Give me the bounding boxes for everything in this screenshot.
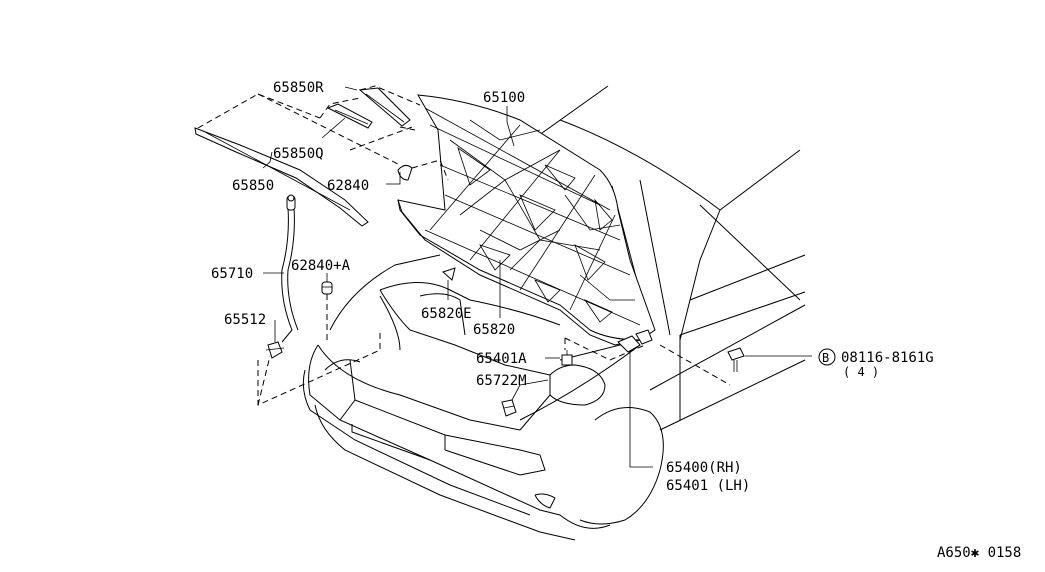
label-bolt-qty: ( 4 ) — [843, 365, 879, 379]
part-labels: 65850R 65850Q 65850 65100 62840 62840+A … — [211, 80, 1021, 561]
label-65401: 65401 (LH) — [666, 478, 750, 494]
lock-65401A — [561, 337, 646, 366]
hinge-65400 — [617, 329, 731, 386]
label-65710: 65710 — [211, 266, 253, 282]
label-bolt-code: 08116-8161G — [841, 350, 934, 366]
bolt-08116-8161G — [727, 347, 745, 372]
label-65400: 65400(RH) — [666, 460, 742, 476]
diagram-code: A650✱ 0158 — [937, 545, 1021, 561]
hood-65100 — [397, 94, 656, 346]
bumper-62840A — [321, 281, 333, 340]
grommet-65820E — [442, 267, 456, 281]
label-65512: 65512 — [224, 312, 266, 328]
label-65722M: 65722M — [476, 373, 527, 389]
label-62840A: 62840+A — [291, 258, 351, 274]
label-62840: 62840 — [327, 178, 369, 194]
label-65100: 65100 — [483, 90, 525, 106]
leader-lines — [262, 86, 812, 468]
weatherstrip-65850 — [194, 93, 401, 227]
clamp-65722M — [501, 399, 517, 417]
seal-65850R — [358, 85, 421, 131]
bolt-marker-letter: B — [822, 351, 829, 365]
stay-rod-65710 — [281, 194, 299, 343]
label-65850Q: 65850Q — [273, 146, 324, 162]
label-65850: 65850 — [232, 178, 274, 194]
label-65820: 65820 — [473, 322, 515, 338]
label-65820E: 65820E — [421, 306, 472, 322]
bolt-marker-circle — [818, 348, 836, 366]
clip-65512 — [257, 332, 381, 406]
seal-65850Q — [319, 97, 416, 151]
label-65401A: 65401A — [476, 351, 527, 367]
label-65850R: 65850R — [273, 80, 324, 96]
